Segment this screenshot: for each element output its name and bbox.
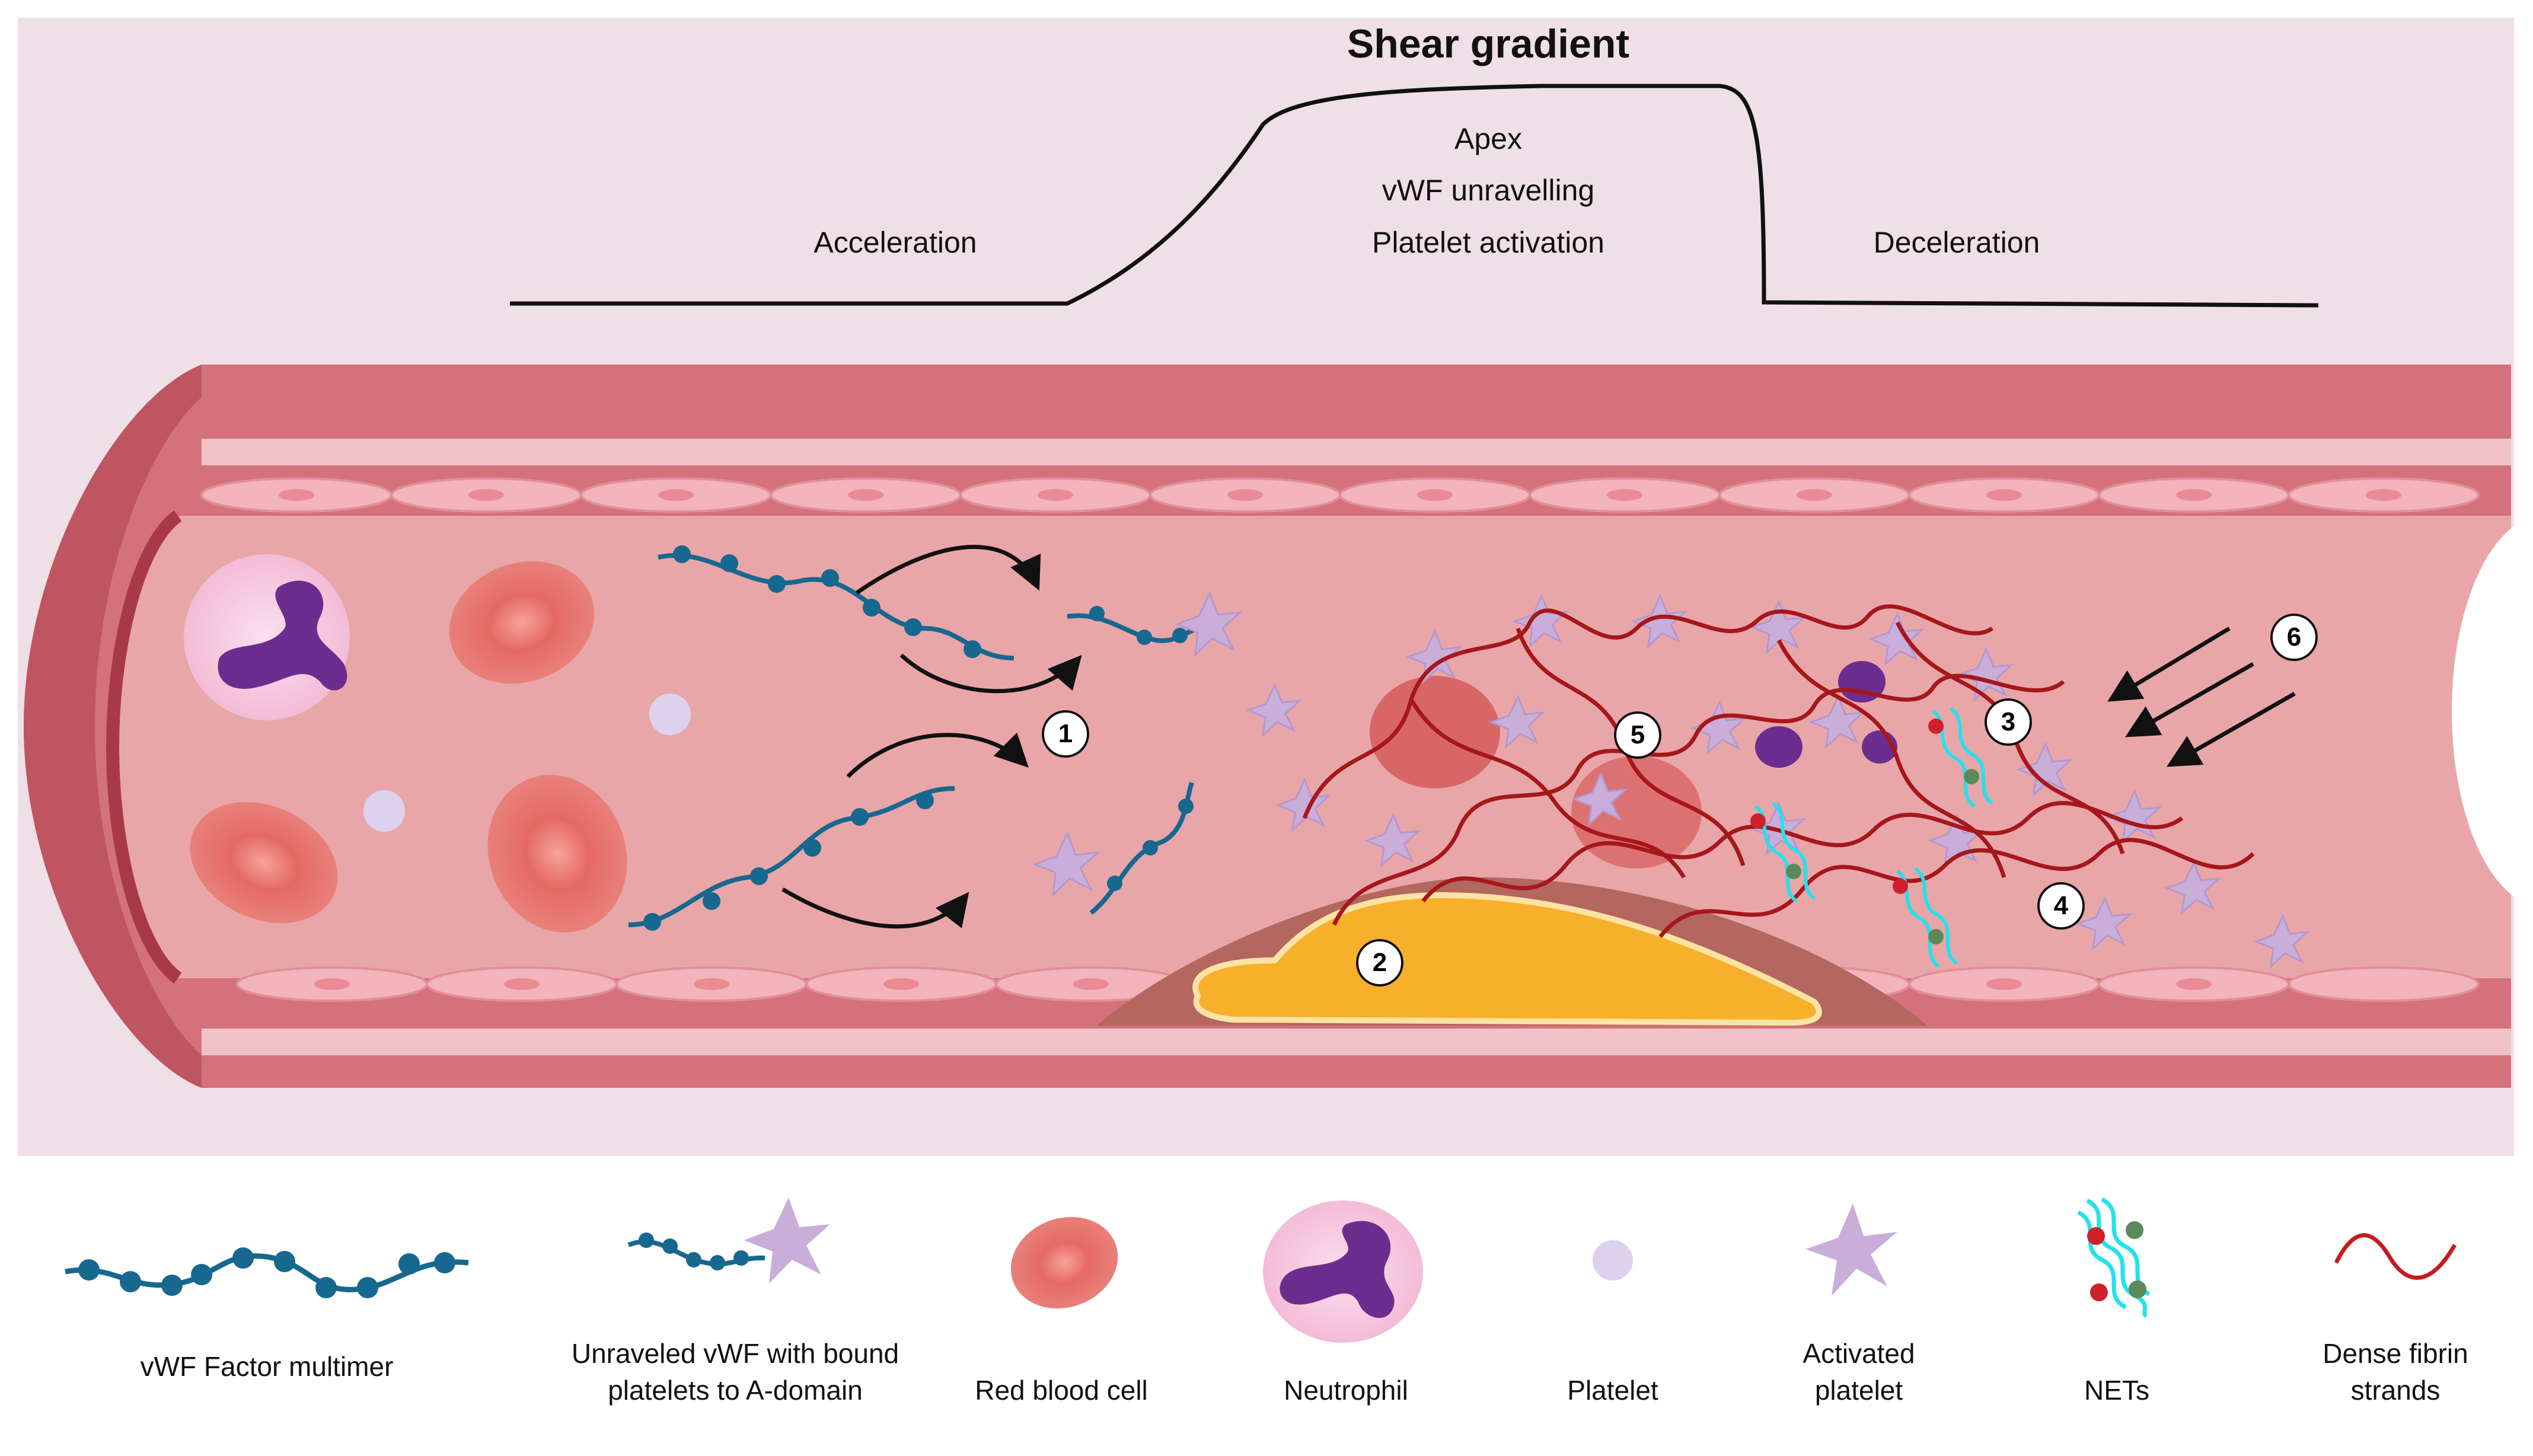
legend-label-line1: Dense fibrin bbox=[2323, 1338, 2468, 1369]
wall-layer-top bbox=[202, 439, 2511, 465]
legend-label-unraveled-vwf: Unraveled vWF with bound platelets to A-… bbox=[522, 1335, 949, 1409]
vessel-opening bbox=[2452, 517, 2533, 906]
marker-6: 6 bbox=[2270, 614, 2318, 661]
legend-label-line1: vWF Factor multimer bbox=[140, 1351, 394, 1382]
marker-2: 2 bbox=[1356, 939, 1403, 986]
legend-vwf-multimer-icon bbox=[65, 1247, 469, 1298]
legend-label-line1: Red blood cell bbox=[975, 1375, 1148, 1406]
legend-label-vwf-multimer: vWF Factor multimer bbox=[89, 1348, 445, 1385]
platelet-activation-label: Platelet activation bbox=[1372, 226, 1604, 259]
legend-unraveled-vwf-icon bbox=[627, 1198, 830, 1283]
neutrophil-cell bbox=[184, 554, 350, 720]
shear-gradient-curve bbox=[510, 84, 2319, 308]
legend-label-line2: platelets to A-domain bbox=[608, 1375, 863, 1406]
marker-4: 4 bbox=[2037, 882, 2085, 930]
legend-label-line1: NETs bbox=[2084, 1375, 2149, 1406]
wall-layer-bottom bbox=[202, 1029, 2511, 1055]
legend-label-fibrin: Dense fibrin strands bbox=[2277, 1335, 2514, 1409]
marker-3: 3 bbox=[1985, 698, 2032, 746]
legend-label-line2: strands bbox=[2350, 1375, 2441, 1406]
legend-label-line1: Platelet bbox=[1567, 1375, 1658, 1406]
legend-label-line2: platelet bbox=[1814, 1375, 1903, 1406]
endothelium-top bbox=[200, 477, 2480, 513]
acceleration-label: Acceleration bbox=[814, 226, 977, 259]
legend-neutrophil-icon bbox=[1263, 1200, 1423, 1343]
shear-gradient-title: Shear gradient bbox=[1347, 21, 1630, 66]
flow-arrows bbox=[781, 545, 2296, 929]
legend-platelet-icon bbox=[1593, 1240, 1633, 1281]
activated-platelets bbox=[1032, 590, 2311, 969]
legend-red-blood-cell-icon bbox=[1010, 1216, 1118, 1309]
legend-label-neutrophil: Neutrophil bbox=[1221, 1372, 1470, 1409]
legend-fibrin-icon bbox=[2334, 1233, 2457, 1280]
nets-granules bbox=[1750, 719, 1979, 944]
endothelium-top-nuclei bbox=[279, 489, 2401, 501]
deceleration-label: Deceleration bbox=[1873, 226, 2040, 259]
legend-nets-icon bbox=[2077, 1197, 2151, 1318]
legend-label-nets: NETs bbox=[1998, 1372, 2235, 1409]
legend-label-line1: Neutrophil bbox=[1284, 1375, 1408, 1406]
marker-1: 1 bbox=[1042, 710, 1089, 758]
atherosclerotic-plaque bbox=[1192, 892, 1822, 1026]
marker-5: 5 bbox=[1614, 711, 1661, 759]
legend-label-line1: Unraveled vWF with bound bbox=[571, 1338, 899, 1369]
resting-platelets bbox=[363, 694, 691, 832]
vessel-wall-left-edge bbox=[24, 365, 202, 1088]
legend-label-platelet: Platelet bbox=[1494, 1372, 1731, 1409]
legend-label-line1: Activated bbox=[1803, 1338, 1915, 1369]
legend-label-activated-platelet: Activated platelet bbox=[1740, 1335, 1977, 1409]
legend-label-red-blood-cell: Red blood cell bbox=[937, 1372, 1186, 1409]
lumen-inner-edge bbox=[106, 510, 182, 984]
apex-label: Apex bbox=[1454, 122, 1522, 155]
legend-activated-platelet-icon bbox=[1805, 1203, 1897, 1296]
vwf-unravelling-label: vWF unravelling bbox=[1382, 174, 1595, 207]
vwf-beads bbox=[643, 545, 1194, 931]
